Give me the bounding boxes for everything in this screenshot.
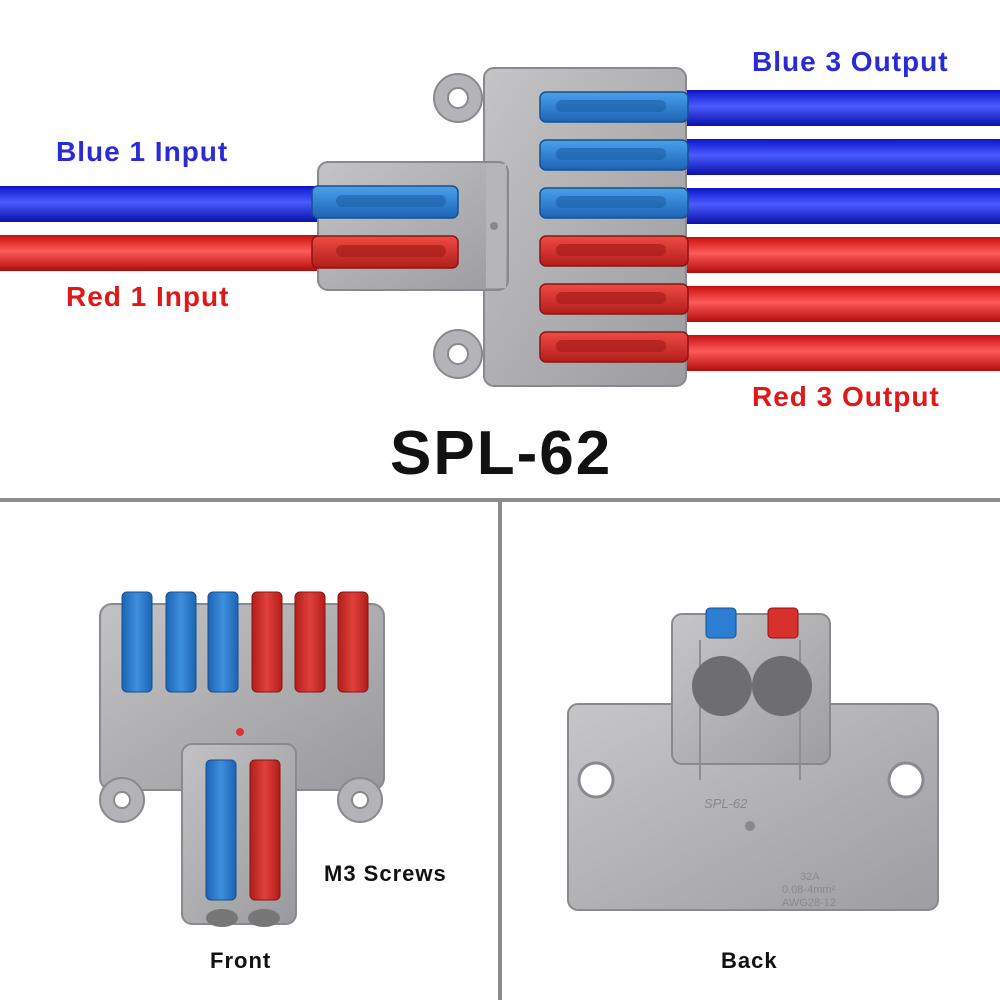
- back-brand-marking: SPL-62: [704, 796, 748, 811]
- front-lever-blue-input: [205, 759, 237, 901]
- front-lever-red-3: [337, 591, 369, 693]
- back-mounting-hole-right: [887, 761, 925, 799]
- back-lever-blue: [705, 607, 737, 639]
- back-mounting-hole-left: [577, 761, 615, 799]
- screws-label: M3 Screws: [324, 861, 447, 886]
- back-housing: [567, 613, 939, 911]
- blue-output-lever-3: [539, 187, 689, 219]
- blue-input-label: Blue 1 Input: [56, 136, 229, 167]
- front-lever-red-1: [251, 591, 283, 693]
- red-input-wire: [0, 235, 330, 271]
- red-output-lever-3: [539, 331, 689, 363]
- front-lever-blue-2: [165, 591, 197, 693]
- back-wire-holes: [692, 656, 812, 716]
- blue-output-wire-1: [680, 90, 1000, 126]
- red-input-lever: [311, 235, 459, 269]
- blue-output-lever-2: [539, 139, 689, 171]
- red-output-lever-1: [539, 235, 689, 267]
- front-lever-blue-3: [207, 591, 239, 693]
- back-center-dot: [745, 821, 755, 831]
- front-lever-red-2: [294, 591, 326, 693]
- blue-input-wire: [0, 186, 330, 222]
- blue-output-label: Blue 3 Output: [752, 46, 949, 77]
- red-output-wire-1: [680, 237, 1000, 273]
- red-input-label: Red 1 Input: [66, 281, 230, 312]
- back-rating-marking: 32A: [800, 871, 820, 883]
- blue-input-lever: [311, 185, 459, 219]
- back-lever-red: [767, 607, 799, 639]
- front-view-label: Front: [210, 948, 272, 973]
- back-wire-range-marking: 0.08-4mm²: [782, 884, 836, 896]
- mounting-ear-top: [433, 73, 483, 123]
- blue-output-wire-3: [680, 188, 1000, 224]
- blue-output-lever-1: [539, 91, 689, 123]
- blue-output-wire-2: [680, 139, 1000, 175]
- back-awg-marking: AWG28-12: [782, 897, 836, 909]
- front-lever-blue-1: [121, 591, 153, 693]
- vertical-divider: [498, 500, 502, 1000]
- front-wire-holes: [206, 909, 280, 927]
- back-view-label: Back: [721, 948, 778, 973]
- front-lever-red-input: [249, 759, 281, 901]
- mounting-ear-bottom: [433, 329, 483, 379]
- top-connector-illustration: [0, 67, 1000, 387]
- model-title: SPL-62: [390, 419, 613, 488]
- red-output-wire-2: [680, 286, 1000, 322]
- front-mounting-ear-right: [337, 777, 383, 823]
- red-output-label: Red 3 Output: [752, 381, 940, 412]
- red-output-lever-2: [539, 283, 689, 315]
- front-mounting-ear-left: [99, 777, 145, 823]
- red-output-wire-3: [680, 335, 1000, 371]
